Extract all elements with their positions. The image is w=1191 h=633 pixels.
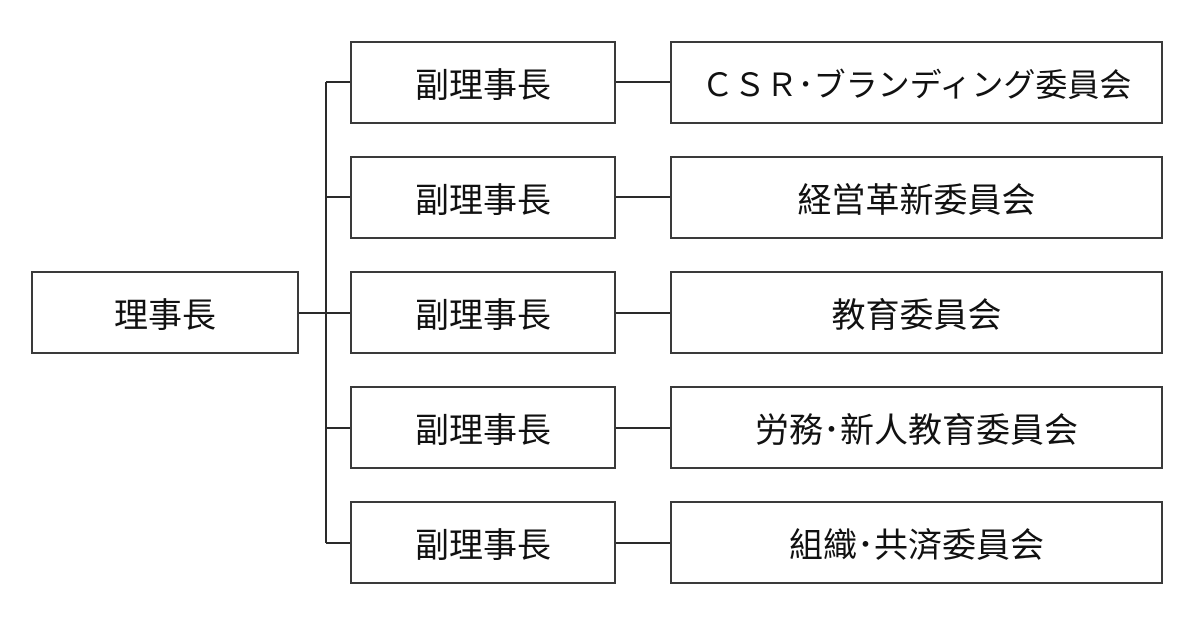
vice-chairman-label: 副理事長 [415,296,551,336]
vice-chairman-box-3: 副理事長 [350,271,616,354]
vice-chairman-box-4: 副理事長 [350,386,616,469]
committee-box-labor-new-staff-education: 労務･新人教育委員会 [670,386,1163,469]
committee-label: 経営革新委員会 [797,181,1036,221]
vice-chairman-box-1: 副理事長 [350,41,616,124]
committee-box-education: 教育委員会 [670,271,1163,354]
committee-label: ＣＳＲ･ブランディング委員会 [701,65,1132,104]
vice-chairman-label: 副理事長 [415,526,551,566]
vice-chairman-box-2: 副理事長 [350,156,616,239]
chairman-label: 理事長 [114,296,216,336]
committee-box-csr-branding: ＣＳＲ･ブランディング委員会 [670,41,1163,124]
committee-box-organization-mutual-aid: 組織･共済委員会 [670,501,1163,584]
vice-chairman-box-5: 副理事長 [350,501,616,584]
vice-chairman-label: 副理事長 [415,411,551,451]
committee-box-management-innovation: 経営革新委員会 [670,156,1163,239]
vice-chairman-label: 副理事長 [415,181,551,221]
committee-label: 労務･新人教育委員会 [755,411,1078,451]
committee-label: 教育委員会 [831,296,1002,336]
committee-label: 組織･共済委員会 [789,526,1044,566]
chairman-box: 理事長 [31,271,299,354]
vice-chairman-label: 副理事長 [415,66,551,106]
